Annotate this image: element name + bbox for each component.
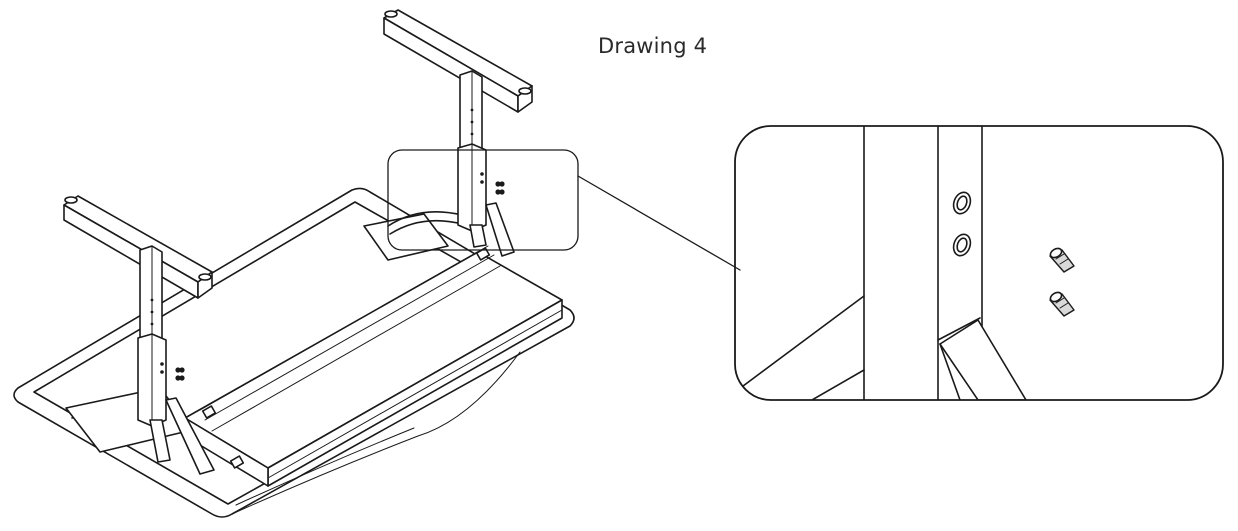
- callout-box: [387, 149, 579, 251]
- bolt-hole-upper: [952, 191, 972, 215]
- detail-view: [734, 125, 1224, 401]
- bolt-hole-lower: [952, 233, 972, 257]
- leader-line: [577, 175, 741, 271]
- drawing-title: Drawing 4: [598, 34, 708, 58]
- screw-lower: [1049, 291, 1075, 317]
- back-leg: [363, 9, 533, 261]
- screw-upper: [1049, 247, 1075, 273]
- frame-beam: [184, 245, 563, 487]
- front-leg: [63, 195, 215, 475]
